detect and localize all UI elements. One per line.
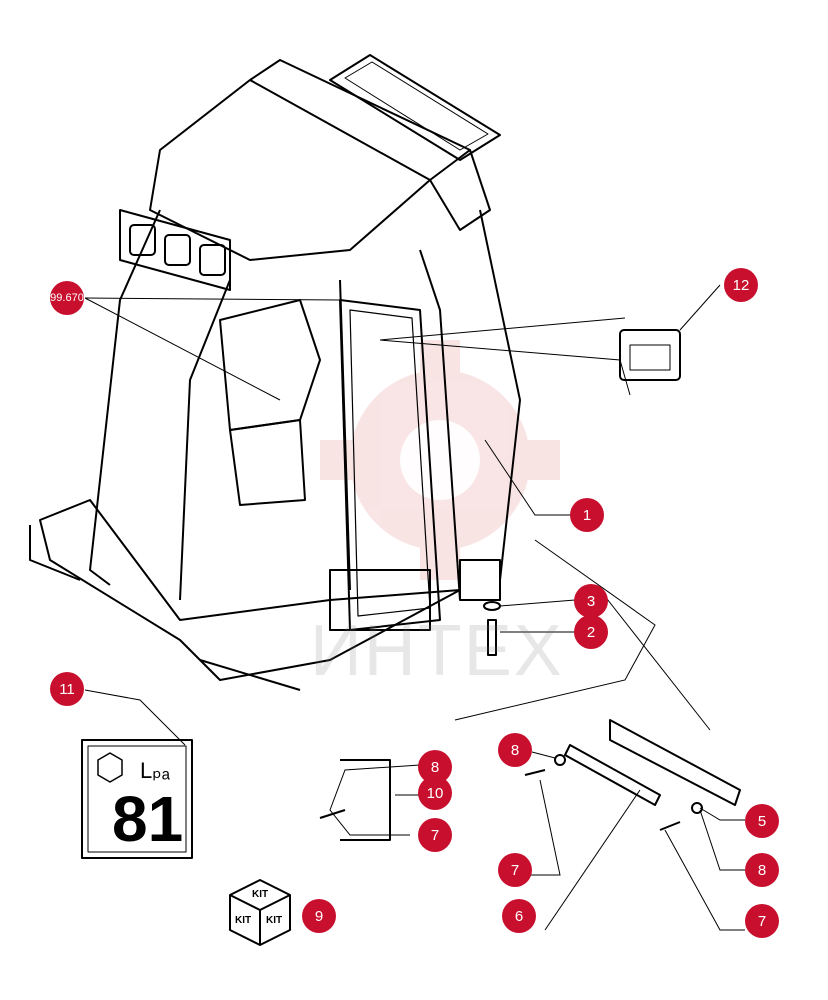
callout-1[interactable]: 1 (570, 498, 604, 532)
callout-2[interactable]: 2 (574, 615, 608, 649)
bracket-5 (609, 719, 741, 806)
callout-5[interactable]: 5 (745, 804, 779, 838)
cab-frame (89, 209, 161, 586)
callout-7-a[interactable]: 7 (418, 818, 452, 852)
decal-value: 81 (112, 783, 184, 855)
noise-decal (81, 739, 193, 859)
kit-label-left: KIT (235, 915, 252, 926)
callout-6[interactable]: 6 (502, 899, 536, 933)
callout-11[interactable]: 11 (50, 672, 84, 706)
kit-label-right: KIT (266, 915, 283, 926)
ref-label: 99.670 (50, 292, 84, 304)
cab-roof (149, 79, 431, 261)
kit-label-top: KIT (252, 889, 269, 900)
bracket-6 (564, 744, 661, 806)
callout-3[interactable]: 3 (574, 584, 608, 618)
kit-box (229, 879, 291, 946)
callout-12[interactable]: 12 (724, 268, 758, 302)
roof-hatch (329, 54, 501, 161)
ref-callout[interactable]: 99.670 (50, 281, 84, 315)
relay-box-12 (619, 329, 681, 381)
callout-7-b[interactable]: 7 (498, 853, 532, 887)
cab-door (339, 299, 441, 631)
callout-9[interactable]: 9 (302, 899, 336, 933)
callout-8-c[interactable]: 8 (745, 853, 779, 887)
u-bracket-10 (340, 759, 391, 841)
callout-10[interactable]: 10 (418, 776, 452, 810)
work-lights (119, 209, 231, 291)
callout-8-a[interactable]: 8 (418, 750, 452, 784)
callout-8-b[interactable]: 8 (498, 733, 532, 767)
operator-seat (219, 299, 321, 431)
callout-7-c[interactable]: 7 (745, 904, 779, 938)
cab-floor (39, 499, 461, 681)
watermark-text: ИНТЕХ (310, 611, 564, 691)
decal-symbol: Lₚₐ (140, 758, 170, 783)
